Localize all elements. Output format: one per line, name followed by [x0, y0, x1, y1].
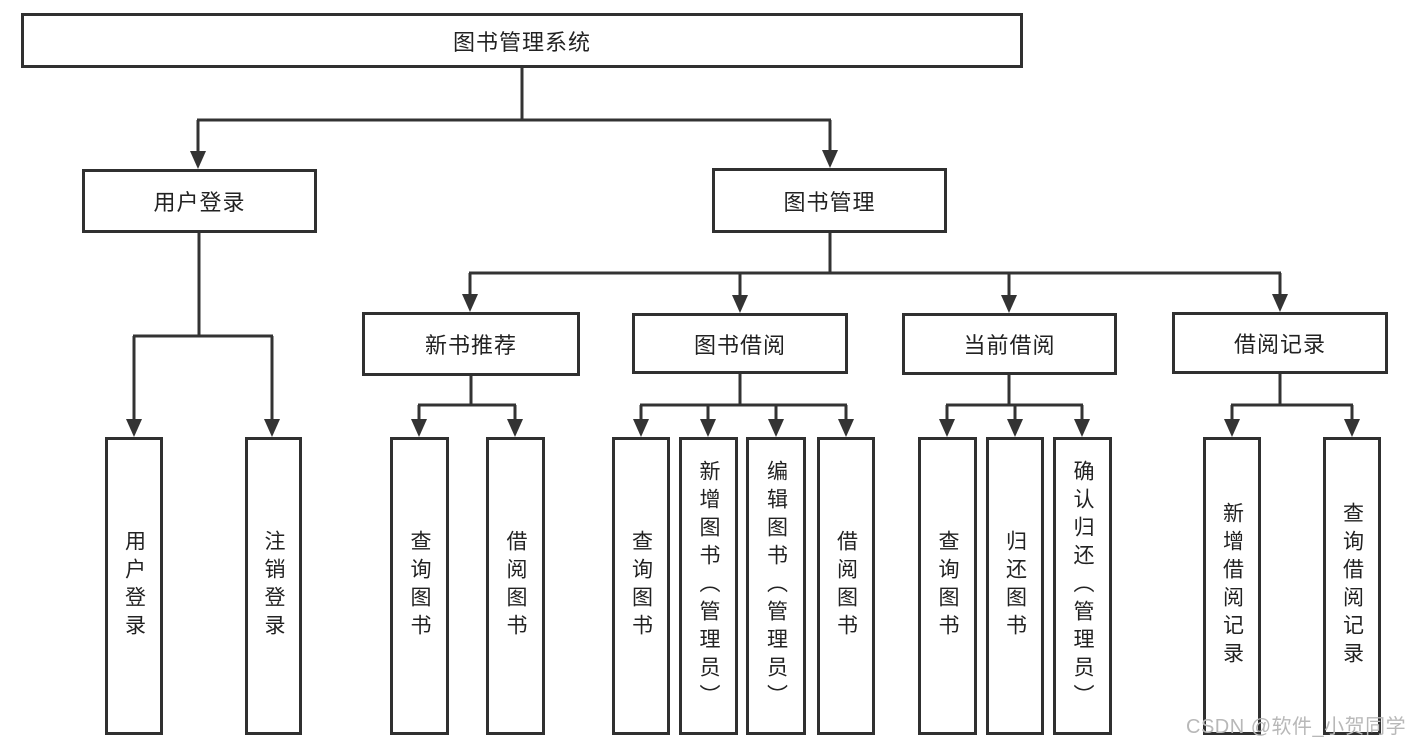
node-current-borrowing: 当前借阅 [902, 313, 1117, 375]
leaf-query-books-recommend: 查询图书 [390, 437, 449, 735]
leaf-confirm-return-admin: 确认归还（管理员） [1053, 437, 1112, 735]
csdn-watermark: CSDN @软件_小贺同学 [1186, 716, 1405, 738]
arrowheads [126, 150, 1360, 437]
leaf-return-books: 归还图书 [986, 437, 1044, 735]
leaf-borrow-books-recommend: 借阅图书 [486, 437, 545, 735]
leaf-logout: 注销登录 [245, 437, 302, 735]
leaf-add-books-admin: 新增图书（管理员） [679, 437, 738, 735]
leaf-add-borrow-record: 新增借阅记录 [1203, 437, 1261, 735]
leaf-query-books-current: 查询图书 [918, 437, 977, 735]
node-new-book-recommend: 新书推荐 [362, 312, 580, 376]
node-user-login: 用户登录 [82, 169, 317, 233]
node-root: 图书管理系统 [21, 13, 1023, 68]
leaf-query-borrow-record: 查询借阅记录 [1323, 437, 1381, 735]
leaf-edit-books-admin: 编辑图书（管理员） [746, 437, 806, 735]
node-borrowing-records: 借阅记录 [1172, 312, 1388, 374]
node-book-management: 图书管理 [712, 168, 947, 233]
connector-paths [132, 68, 1354, 421]
node-book-borrowing: 图书借阅 [632, 313, 848, 374]
leaf-query-books-borrowing: 查询图书 [612, 437, 670, 735]
leaf-user-login: 用户登录 [105, 437, 163, 735]
leaf-borrow-books: 借阅图书 [817, 437, 875, 735]
